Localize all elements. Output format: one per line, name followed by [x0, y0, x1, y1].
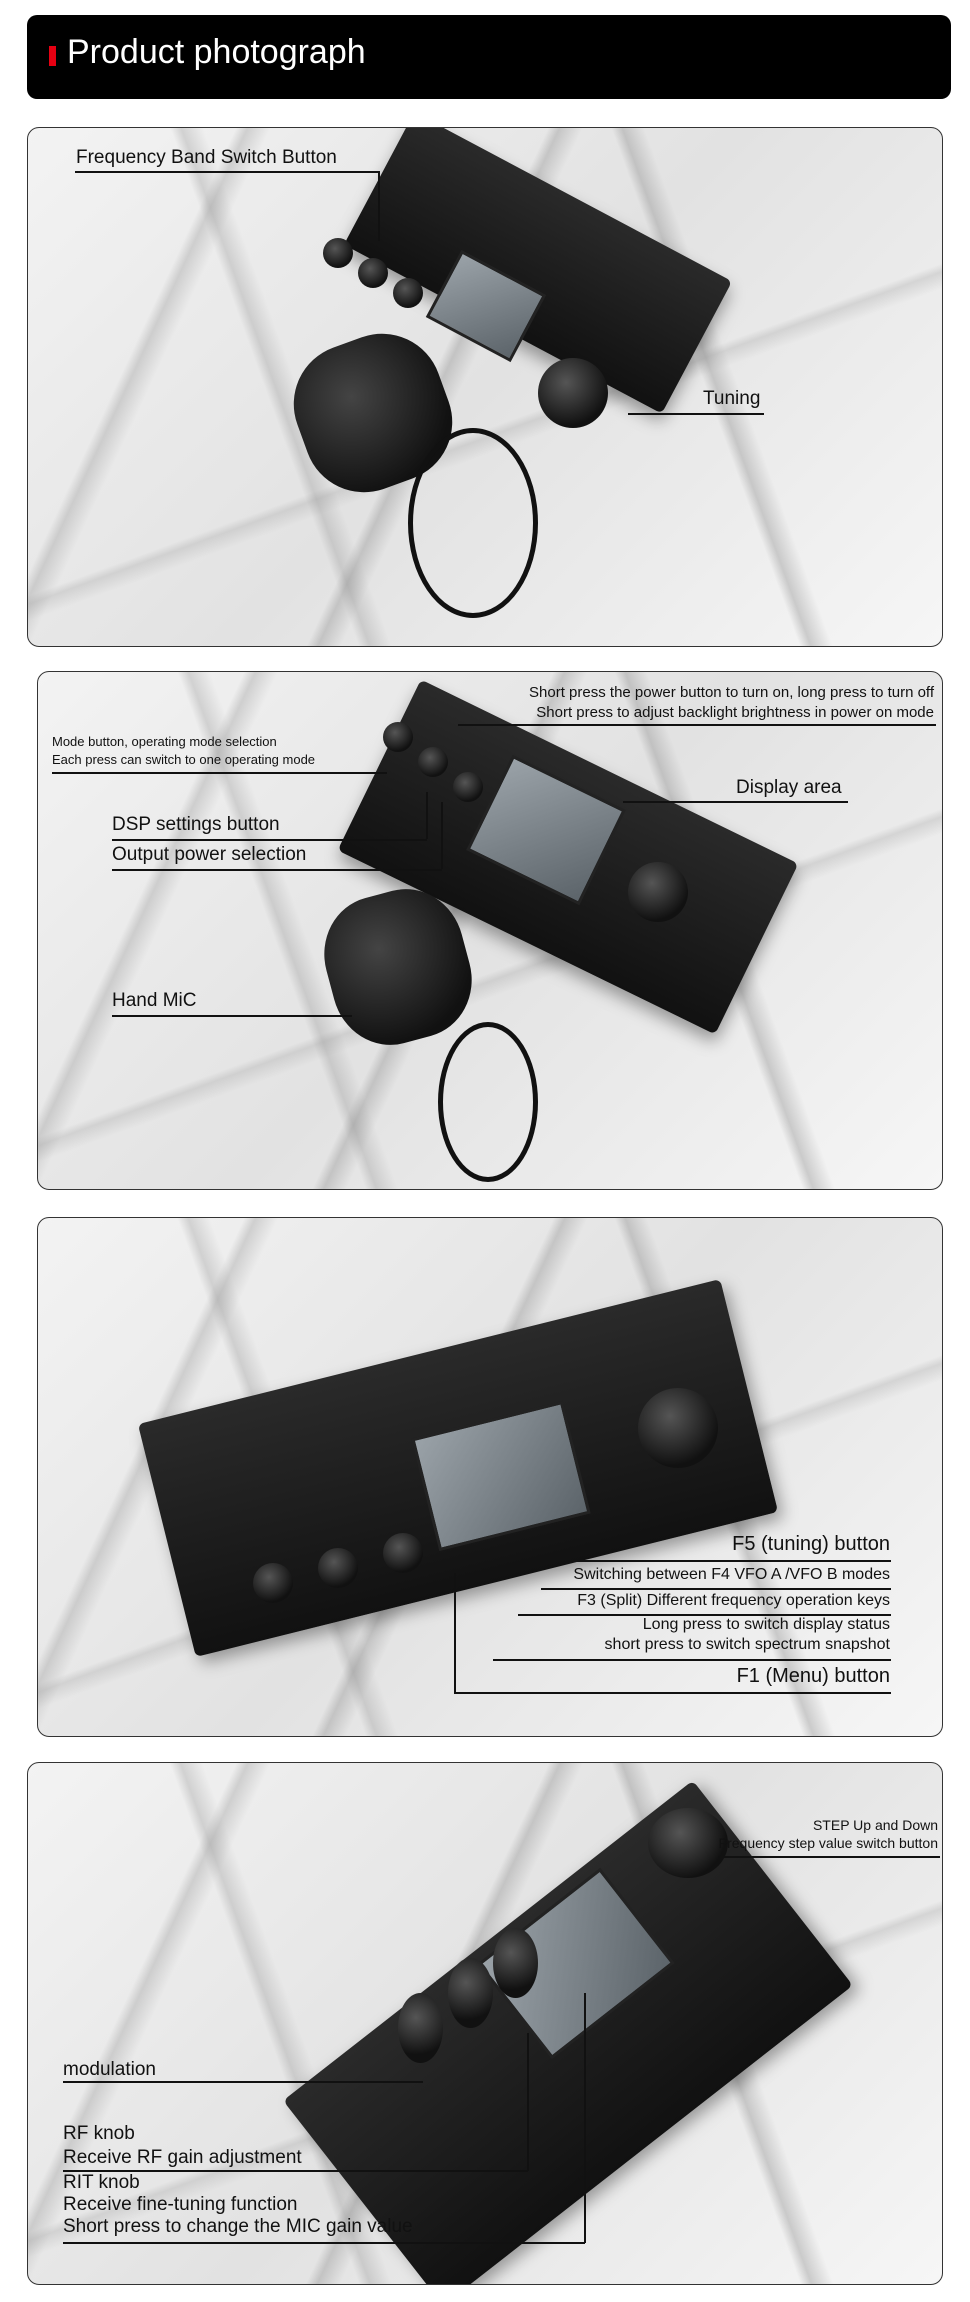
knob — [318, 1548, 358, 1588]
leader-line — [441, 802, 443, 869]
photo-panel-2: Short press the power button to turn on,… — [37, 671, 943, 1190]
leader-line — [718, 1856, 940, 1858]
knob — [253, 1563, 293, 1603]
leader-line — [378, 171, 380, 241]
label-rf-gain: Receive RF gain adjustment — [63, 2147, 302, 2168]
knob — [383, 722, 413, 752]
leader-line — [623, 801, 848, 803]
knob — [393, 278, 423, 308]
leader-line — [63, 2170, 528, 2172]
rf-knob — [448, 1958, 493, 2028]
label-f5: F5 (tuning) button — [732, 1533, 890, 1555]
leader-line — [52, 772, 387, 774]
label-tuning: Tuning — [703, 388, 761, 409]
tuning-knob — [538, 358, 608, 428]
label-display-area: Display area — [736, 777, 842, 798]
leader-line — [527, 2033, 529, 2171]
label-mode-1: Mode button, operating mode selection — [52, 734, 277, 749]
leader-line — [458, 724, 936, 726]
label-dsp: DSP settings button — [112, 814, 280, 835]
tuning-knob — [628, 862, 688, 922]
leader-line — [566, 1560, 891, 1562]
knob — [383, 1533, 423, 1573]
label-f3: F3 (Split) Different frequency operation… — [577, 1592, 890, 1609]
label-output-power: Output power selection — [112, 844, 307, 865]
mic-cord — [408, 428, 538, 618]
label-rit-fine: Receive fine-tuning function — [63, 2194, 298, 2215]
label-hand-mic: Hand MiC — [112, 990, 197, 1011]
leader-line — [63, 2242, 585, 2244]
label-rit-knob: RIT knob — [63, 2172, 140, 2193]
label-f4: Switching between F4 VFO A /VFO B modes — [573, 1566, 890, 1583]
knob — [358, 258, 388, 288]
photo-panel-4: STEP Up and Down Frequency step value sw… — [27, 1762, 943, 2285]
label-f1: F1 (Menu) button — [736, 1665, 890, 1687]
label-rf-knob: RF knob — [63, 2123, 135, 2144]
knob — [418, 747, 448, 777]
label-f2-long: Long press to switch display status — [642, 1616, 890, 1633]
label-step-2: Frequency step value switch button — [718, 1835, 938, 1851]
section-title: Product photograph — [67, 33, 366, 71]
label-f2-short: short press to switch spectrum snapshot — [604, 1636, 890, 1653]
leader-line — [584, 1993, 586, 2243]
label-band-switch: Frequency Band Switch Button — [76, 147, 337, 168]
mic-cord — [438, 1022, 538, 1182]
leader-line — [493, 1659, 891, 1661]
af-knob — [398, 1993, 443, 2063]
leader-line — [63, 2081, 423, 2083]
label-modulation: modulation — [63, 2059, 156, 2080]
tuning-knob — [648, 1808, 728, 1878]
leader-line — [541, 1588, 891, 1590]
leader-line — [112, 839, 427, 841]
knob — [323, 238, 353, 268]
leader-line — [454, 1573, 456, 1693]
leader-line — [112, 1015, 352, 1017]
leader-line — [454, 1692, 891, 1694]
accent-bar — [49, 46, 56, 66]
label-step-1: STEP Up and Down — [812, 1817, 938, 1833]
leader-line — [518, 1614, 891, 1616]
leader-line — [112, 869, 442, 871]
label-rit-mic: Short press to change the MIC gain value — [63, 2216, 413, 2237]
leader-line — [426, 792, 428, 839]
tuning-knob — [638, 1388, 718, 1468]
label-power-2: Short press to adjust backlight brightne… — [536, 704, 934, 721]
label-mode-2: Each press can switch to one operating m… — [52, 752, 316, 767]
knob — [453, 772, 483, 802]
leader-line — [628, 413, 764, 415]
label-power-1: Short press the power button to turn on,… — [529, 684, 934, 701]
photo-panel-1: Frequency Band Switch Button Tuning — [27, 127, 943, 647]
rit-knob — [493, 1928, 538, 1998]
photo-panel-3: F5 (tuning) button Switching between F4 … — [37, 1217, 943, 1737]
section-header: Product photograph — [27, 15, 951, 99]
leader-line — [75, 171, 380, 173]
